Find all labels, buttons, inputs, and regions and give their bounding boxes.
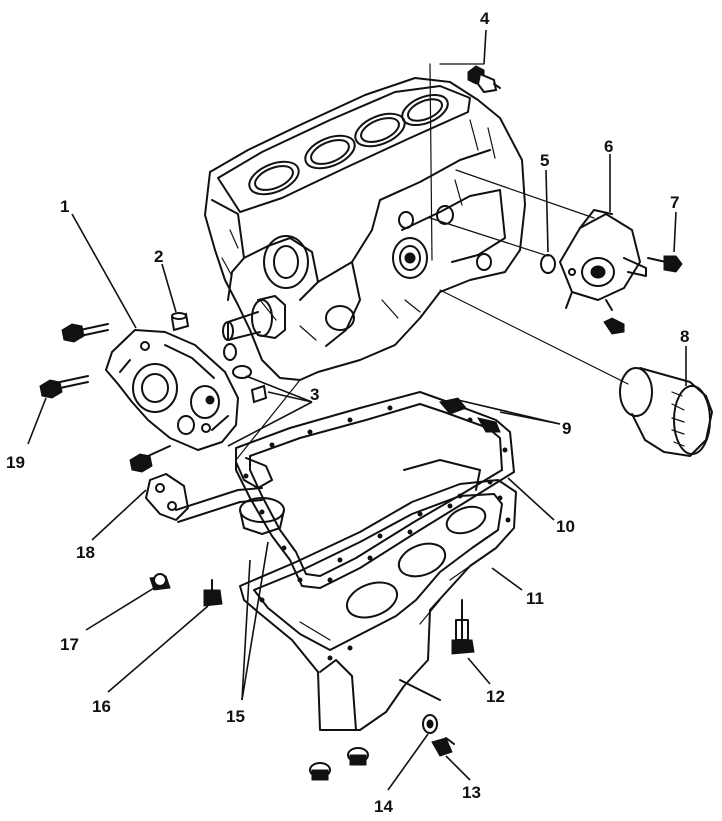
- callout-19: 19: [6, 453, 25, 472]
- callout-10: 10: [556, 517, 575, 536]
- oil-pan: [239, 459, 517, 731]
- callout-14: 14: [374, 797, 393, 816]
- oil-pressure-switch: [467, 65, 501, 94]
- callout-7: 7: [670, 193, 679, 212]
- pump-bolts: [39, 323, 171, 473]
- callout-8: 8: [680, 327, 689, 346]
- callout-1: 1: [60, 197, 69, 216]
- dowel-pin: [170, 312, 190, 332]
- callout-4: 4: [480, 9, 490, 28]
- callout-16: 16: [92, 697, 111, 716]
- oil-filter-bracket: [559, 209, 647, 311]
- callout-13: 13: [462, 783, 481, 802]
- callout-3: 3: [310, 385, 319, 404]
- oil-pump-housing: [105, 329, 239, 451]
- oil-filter: [619, 367, 713, 457]
- oring-seals: [223, 343, 268, 404]
- callout-12: 12: [486, 687, 505, 706]
- pan-fasteners: [149, 573, 475, 781]
- oil-pan-gasket: [235, 391, 515, 589]
- callout-labels: 1 2 3 4 5 6 7 8 9 10 11 12 13 14 15 16 1…: [6, 9, 689, 816]
- callout-15: 15: [226, 707, 245, 726]
- oring: [540, 254, 556, 274]
- engine-block: [204, 77, 526, 381]
- callout-5: 5: [540, 151, 549, 170]
- bolt: [603, 255, 683, 335]
- callout-18: 18: [76, 543, 95, 562]
- callout-2: 2: [154, 247, 163, 266]
- callout-9: 9: [562, 419, 571, 438]
- callout-6: 6: [604, 137, 613, 156]
- callout-17: 17: [60, 635, 79, 654]
- leader-lines: [27, 29, 687, 791]
- oil-pickup-tube: [145, 457, 285, 535]
- callout-11: 11: [526, 589, 544, 608]
